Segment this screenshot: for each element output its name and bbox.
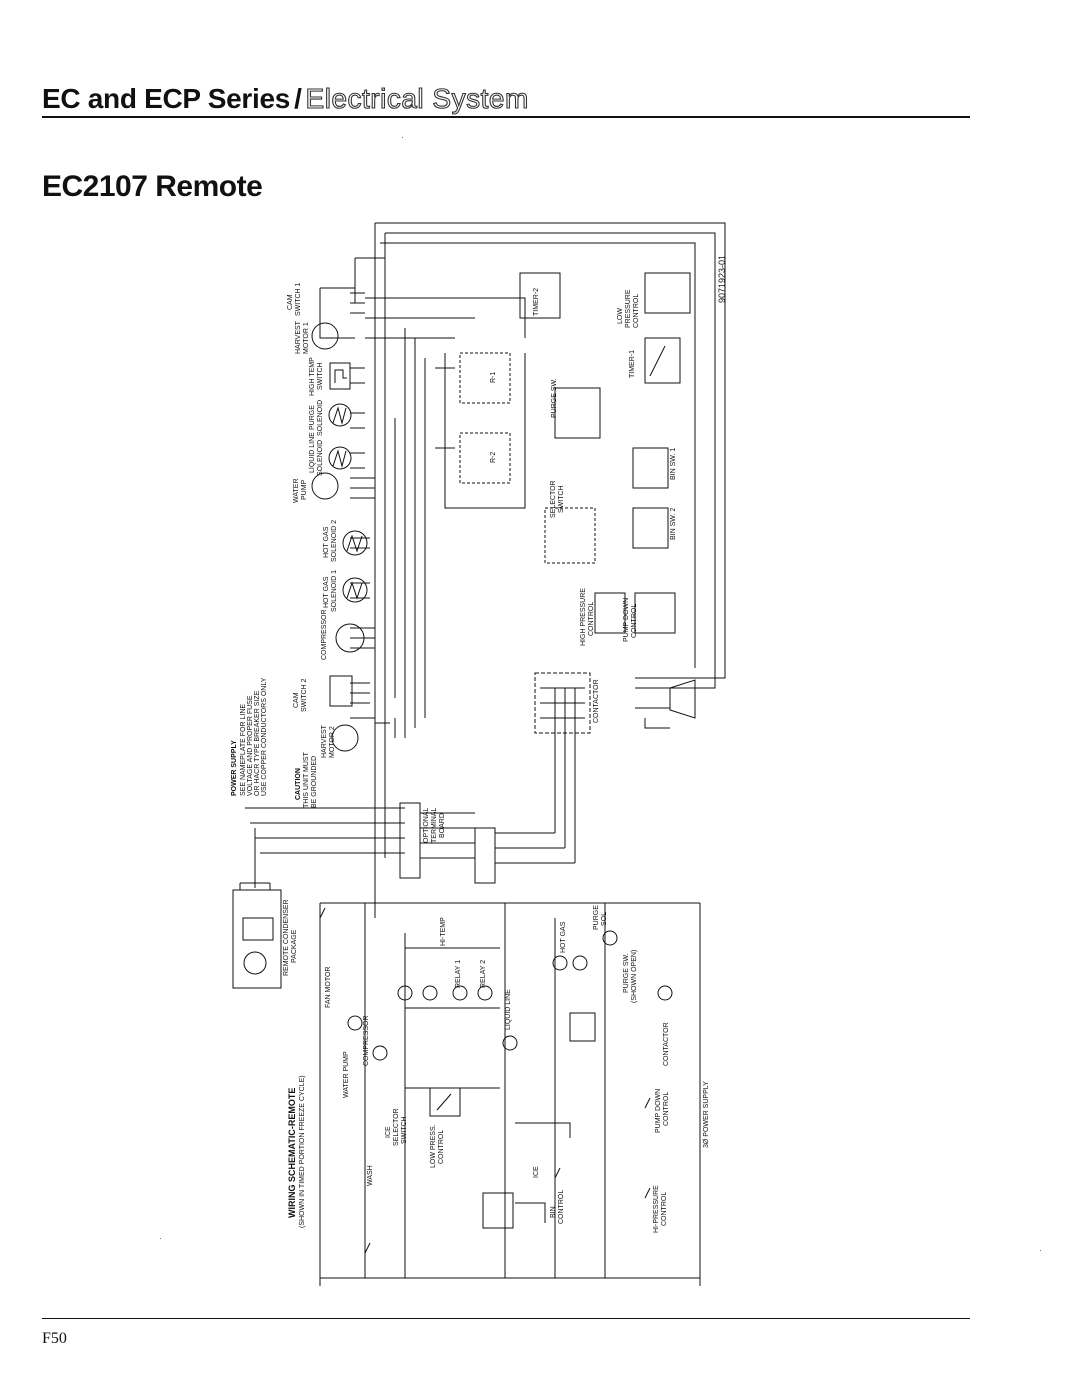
header-rule (42, 116, 970, 118)
hot-gas-label: HOT GAS (560, 921, 567, 953)
power-note: USE COPPER CONDUCTORS ONLY (261, 677, 268, 796)
harvest-motor-1-label: HARVEST (295, 321, 302, 354)
wiring-diagram-lines (232, 222, 726, 1286)
low-press-label: LOW PRESS. (430, 1124, 437, 1168)
schematic-note: (SHOWN IN TIMED PORTION FREEZE CYCLE) (299, 1075, 306, 1228)
liquid-line-solenoid-label: LIQUID LINE (309, 432, 316, 473)
ice-selector-label: ICE (385, 1126, 392, 1138)
purge-sw-ladder-label: PURGE SW. (623, 953, 630, 993)
liquid-line-solenoid-label: SOLENOID (317, 439, 324, 476)
purge-solenoid-label: PURGE (309, 405, 316, 430)
low-press-label: CONTROL (438, 1129, 445, 1164)
drawing-number: 9071923-01 (717, 254, 727, 303)
cam-switch-2-label: SWITCH 2 (301, 678, 308, 712)
ice-selector-label: SELECTOR (393, 1108, 400, 1146)
low-pressure-label: PRESSURE (625, 289, 632, 328)
hi-pressure-ladder-label: HI-PRESSURE (653, 1185, 660, 1233)
page-number: F50 (42, 1330, 67, 1347)
cam-switch-1-label: CAM (287, 294, 294, 310)
relay-2-label: RELAY 2 (480, 959, 487, 988)
pump-down-ladder-label: PUMP DOWN (655, 1088, 662, 1133)
selector-switch-label: SWITCH (558, 485, 565, 513)
wiring-diagram: 9071923-01 WIRING SCHEMATIC-REMOTE (SHOW… (225, 218, 755, 1290)
hot-gas-solenoid-2-label: SOLENOID 2 (331, 519, 338, 562)
header-separator: / (294, 83, 302, 114)
water-pump-label: PUMP (301, 479, 308, 500)
schematic-title: WIRING SCHEMATIC-REMOTE (287, 1087, 297, 1218)
purge-sw-ladder-label: (SHOWN OPEN) (631, 949, 638, 1003)
bin-sw-1-label: BIN SW. 1 (670, 447, 677, 480)
header-title: EC and ECP Series/Electrical System (42, 83, 529, 114)
page-header: EC and ECP Series/Electrical System (42, 80, 970, 118)
diagram-title: EC2107 Remote (42, 170, 263, 203)
remote-package-label: PACKAGE (291, 929, 298, 963)
harvest-motor-2-label: HARVEST (321, 725, 328, 758)
hot-gas-solenoid-1-label: SOLENOID 1 (331, 569, 338, 612)
terminal-board-label: BOARD (439, 813, 446, 838)
pump-down-label: CONTROL (631, 603, 638, 638)
hi-temp-label: HI-TEMP (440, 917, 447, 946)
hot-gas-solenoid-1-label: HOT GAS (323, 576, 330, 608)
bin-control-label: BIN (550, 1206, 557, 1218)
timer-2-label: TIMER-2 (533, 288, 540, 316)
contactor-label: CONTACTOR (593, 679, 600, 723)
cam-switch-2-label: CAM (293, 692, 300, 708)
high-pressure-label: CONTROL (588, 601, 595, 636)
high-pressure-label: HIGH PRESSURE (580, 588, 587, 646)
high-temp-switch-label: HIGH TEMP (309, 357, 316, 396)
ice-selector-label: SWITCH (401, 1116, 408, 1144)
r2-label: R-2 (490, 451, 497, 463)
footer-rule (42, 1318, 970, 1319)
purge-sol-label: SOL (601, 911, 608, 926)
selector-switch-label: SELECTOR (550, 480, 557, 518)
power-supply-label: POWER SUPPLY (231, 740, 238, 796)
pump-down-ladder-label: CONTROL (663, 1091, 670, 1126)
compressor-label: COMPRESSOR (321, 609, 328, 660)
compressor-ladder-label: COMPRESSOR (363, 1015, 370, 1066)
power-supply-ladder-label: 3Ø POWER SUPPLY (703, 1081, 710, 1148)
ice-label: ICE (533, 1166, 540, 1178)
liquid-line-label: LIQUID LINE (505, 989, 512, 1030)
r1-label: R-1 (490, 371, 497, 383)
terminal-board-label: TERMINAL (431, 807, 438, 843)
pump-down-label: PUMP DOWN (623, 597, 630, 642)
low-pressure-label: CONTROL (633, 293, 640, 328)
header-series: EC and ECP Series (42, 83, 291, 114)
water-pump-ladder-label: WATER PUMP (343, 1051, 350, 1098)
scan-speck (1040, 1250, 1041, 1251)
caution-line: BE GROUNDED (311, 755, 318, 808)
purge-sw-label: PURGE SW. (551, 378, 558, 418)
terminal-board-label: OPTIONAL (423, 807, 430, 843)
caution-line: THIS UNIT MUST (303, 752, 310, 808)
bin-sw-2-label: BIN SW. 2 (670, 507, 677, 540)
hi-pressure-ladder-label: CONTROL (661, 1191, 668, 1226)
header-section: Electrical System (305, 83, 529, 114)
bin-control-label: CONTROL (558, 1189, 565, 1224)
harvest-motor-2-label: MOTOR 2 (329, 726, 336, 758)
contactor-ladder-label: CONTACTOR (663, 1022, 670, 1066)
cam-switch-1-label: SWITCH 1 (295, 282, 302, 316)
water-pump-label: WATER (293, 478, 300, 504)
remote-package-label: REMOTE CONDENSER (283, 899, 290, 976)
wash-label: WASH (367, 1165, 374, 1186)
caution-label: CAUTION (295, 768, 302, 800)
high-temp-switch-label: SWITCH (317, 362, 324, 390)
relay-1-label: RELAY 1 (455, 959, 462, 988)
harvest-motor-1-label: MOTOR 1 (303, 322, 310, 354)
low-pressure-label: LOW (617, 308, 624, 324)
scan-speck (402, 137, 403, 138)
fan-motor-label: FAN MOTOR (325, 966, 332, 1008)
scan-speck (160, 1238, 161, 1239)
timer-1-label: TIMER-1 (629, 350, 636, 378)
hot-gas-solenoid-2-label: HOT GAS (323, 526, 330, 558)
purge-sol-label: PURGE (593, 905, 600, 930)
purge-solenoid-label: SOLENOID (317, 399, 324, 436)
